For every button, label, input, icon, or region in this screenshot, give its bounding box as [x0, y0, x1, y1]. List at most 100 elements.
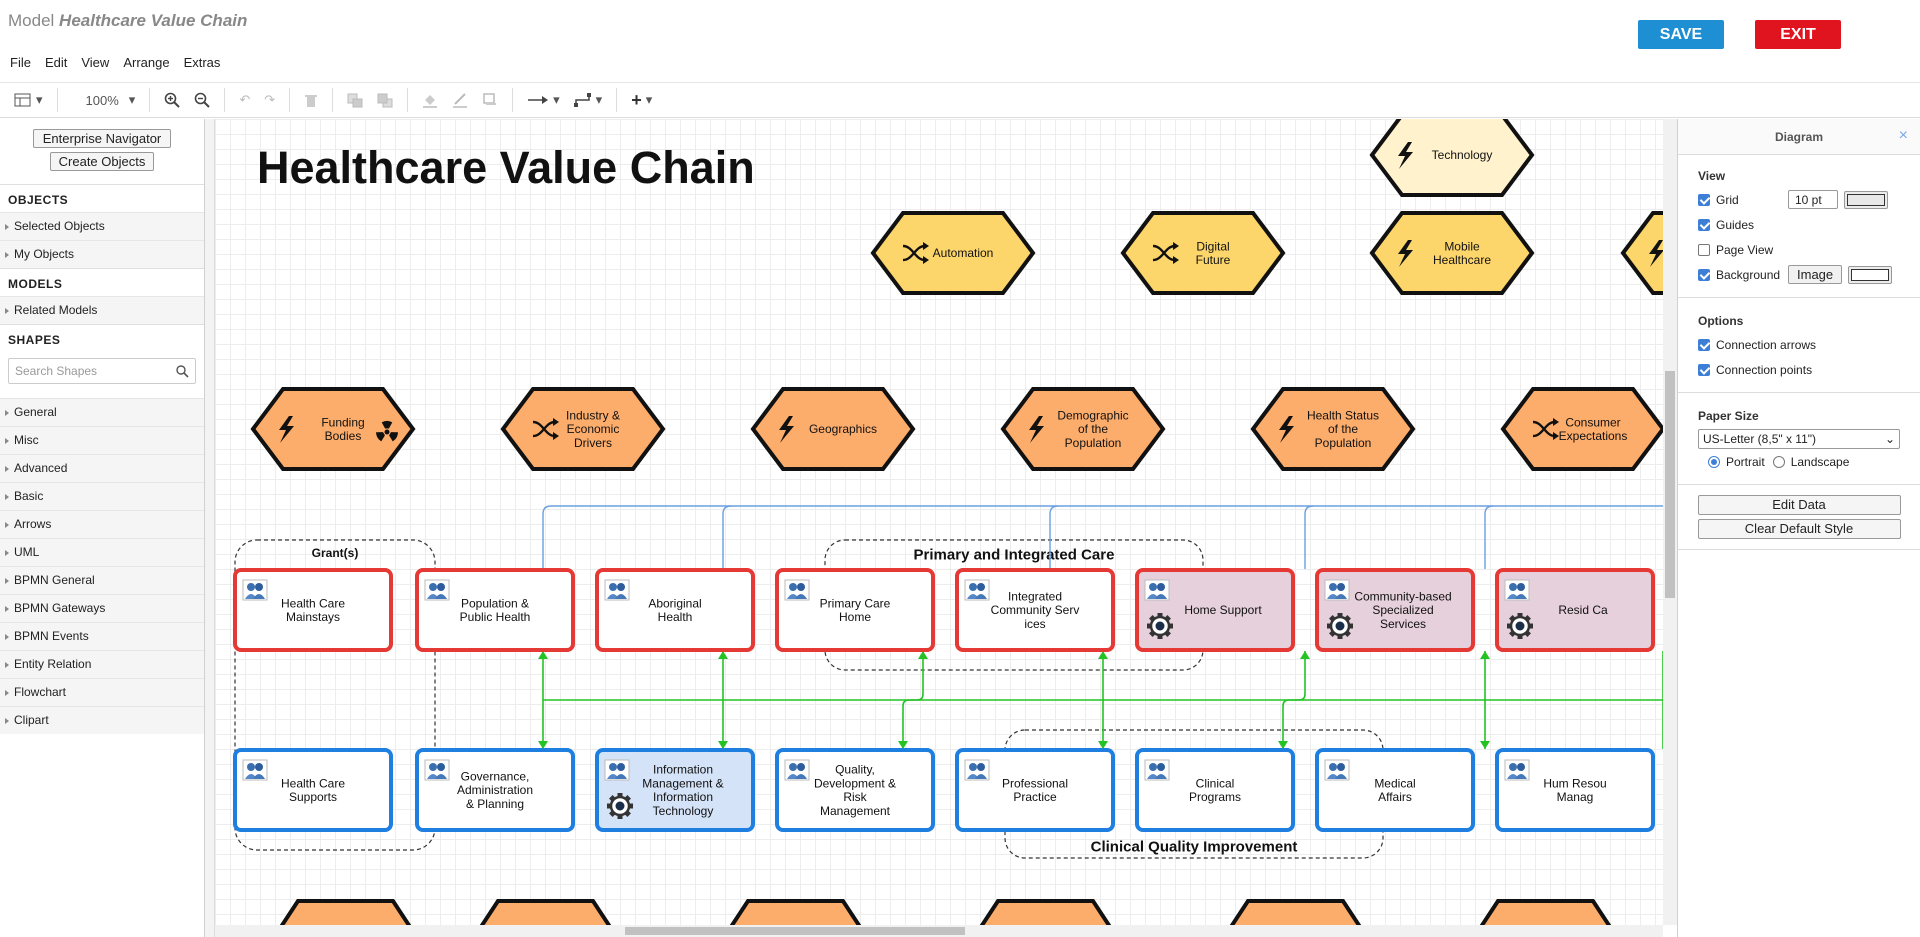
background-checkbox[interactable] — [1698, 268, 1710, 281]
shape-group-basic[interactable]: Basic — [0, 482, 204, 510]
shape-group-bpmn-gateways[interactable]: BPMN Gateways — [0, 594, 204, 622]
worker-head — [429, 583, 437, 591]
waypoints-icon[interactable]: ▾ — [573, 92, 602, 108]
create-objects-button[interactable]: Create Objects — [50, 152, 154, 171]
shape-group-arrows[interactable]: Arrows — [0, 510, 204, 538]
shuffle-icon — [1152, 244, 1176, 262]
row1-box-7-shape — [1495, 568, 1655, 652]
menu-edit[interactable]: Edit — [44, 55, 68, 70]
menu-view[interactable]: View — [81, 55, 110, 70]
save-button[interactable]: SAVE — [1638, 20, 1724, 49]
link-line — [722, 505, 732, 569]
driver-hex-3-shape — [1000, 387, 1166, 471]
page-view-label: Page View — [1716, 242, 1774, 257]
row2-box-2-shape — [595, 748, 755, 832]
worker-head — [437, 763, 445, 771]
zoom-out-icon[interactable] — [194, 92, 211, 108]
connection-points-checkbox[interactable] — [1698, 363, 1710, 376]
connection-arrows-checkbox[interactable] — [1698, 338, 1710, 351]
shuffle-arrow — [553, 418, 559, 440]
delete-icon[interactable] — [304, 93, 318, 108]
row1-box-1-shape — [415, 568, 575, 652]
gear-teeth — [1327, 613, 1353, 639]
row2-box-7-shape — [1495, 748, 1655, 832]
worker-head — [1329, 763, 1337, 771]
edit-data-button[interactable]: Edit Data — [1697, 495, 1901, 515]
redo-icon[interactable]: ↷ — [264, 92, 276, 107]
row1-box-1: Population &Public Health — [415, 568, 575, 652]
divider — [56, 88, 58, 112]
search-shapes-input[interactable]: Search Shapes — [8, 358, 196, 384]
zoom-in-icon[interactable] — [164, 92, 181, 108]
vertical-scrollbar[interactable] — [1663, 119, 1677, 925]
horizontal-scrollbar[interactable] — [215, 925, 1663, 937]
enterprise-navigator-button[interactable]: Enterprise Navigator — [33, 129, 171, 148]
grid-size-input[interactable]: 10 pt — [1788, 190, 1838, 209]
diagram-title-line: Healthcare Value Chain — [257, 142, 755, 193]
worker-body — [795, 594, 807, 599]
horizontal-scrollbar-thumb[interactable] — [625, 927, 965, 935]
shape-group-general[interactable]: General — [0, 398, 204, 426]
shape-group-advanced[interactable]: Advanced — [0, 454, 204, 482]
top-hex-1: Automation — [870, 211, 1036, 295]
background-color-button[interactable] — [1848, 265, 1893, 284]
menu-extras[interactable]: Extras — [183, 55, 221, 70]
shape-group-bpmn-general[interactable]: BPMN General — [0, 566, 204, 594]
shapes-header: SHAPES — [0, 324, 204, 352]
shadow-icon[interactable] — [482, 92, 498, 108]
shape-group-misc[interactable]: Misc — [0, 426, 204, 454]
portrait-radio[interactable] — [1708, 455, 1720, 468]
shape-group-entity-relation[interactable]: Entity Relation — [0, 650, 204, 678]
format-panel-toggle[interactable]: ▾ — [14, 92, 43, 108]
worker-head — [609, 583, 617, 591]
zoom-select[interactable]: 100%▾ — [72, 92, 136, 108]
my-objects-item[interactable]: My Objects — [0, 240, 204, 268]
close-icon[interactable]: × — [1898, 127, 1908, 144]
related-models-item[interactable]: Related Models — [0, 296, 204, 324]
worker-head — [1509, 763, 1517, 771]
row2-box-4-shape — [955, 748, 1115, 832]
insert-icon[interactable]: +▾ — [631, 89, 653, 110]
row2-box-3-label-line: Risk — [843, 790, 867, 804]
shape-group-bpmn-events[interactable]: BPMN Events — [0, 622, 204, 650]
menu-file[interactable]: File — [10, 55, 31, 70]
worker-body — [253, 594, 265, 599]
bottom-hex-2 — [729, 899, 862, 925]
landscape-radio[interactable] — [1772, 455, 1785, 468]
sidebar-splitter[interactable] — [205, 119, 215, 937]
top-hex-0-label: Technology — [1432, 148, 1493, 162]
row1-box-7: Resid Ca — [1495, 568, 1655, 652]
grid-checkbox[interactable] — [1698, 193, 1710, 206]
page-view-checkbox[interactable] — [1698, 243, 1710, 256]
to-front-icon[interactable] — [347, 93, 363, 108]
shape-group-flowchart[interactable]: Flowchart — [0, 678, 204, 706]
paper-size-select[interactable]: US-Letter (8,5" x 11")⌄ — [1698, 429, 1900, 449]
connection-style-icon[interactable]: ▾ — [527, 92, 560, 108]
clear-default-style-button[interactable]: Clear Default Style — [1697, 519, 1901, 539]
vertical-scrollbar-thumb[interactable] — [1665, 371, 1675, 598]
shape-group-clipart[interactable]: Clipart — [0, 706, 204, 734]
link-line — [542, 505, 1663, 569]
exit-button[interactable]: EXIT — [1755, 20, 1841, 49]
menu-arrange[interactable]: Arrange — [123, 55, 170, 70]
group-clinical-quality-label-line: Clinical Quality Improvement — [1091, 838, 1298, 855]
worker-icon — [1504, 579, 1530, 601]
driver-hex-2-shape — [750, 387, 916, 471]
selected-objects-item[interactable]: Selected Objects — [0, 212, 204, 240]
driver-hex-3-label-line: of the — [1078, 422, 1108, 436]
shape-group-uml[interactable]: UML — [0, 538, 204, 566]
grid-color-button[interactable] — [1844, 190, 1888, 209]
to-back-icon[interactable] — [377, 93, 393, 108]
top-hex-4 — [1620, 211, 1663, 295]
line-color-icon[interactable] — [452, 92, 468, 108]
image-button[interactable]: Image — [1788, 265, 1843, 284]
undo-icon[interactable]: ↶ — [239, 92, 251, 107]
shuffle-arrow — [923, 242, 929, 264]
guides-checkbox[interactable] — [1698, 218, 1710, 231]
fill-color-icon[interactable] — [422, 92, 438, 108]
top-hex-3-shape — [1369, 211, 1535, 295]
